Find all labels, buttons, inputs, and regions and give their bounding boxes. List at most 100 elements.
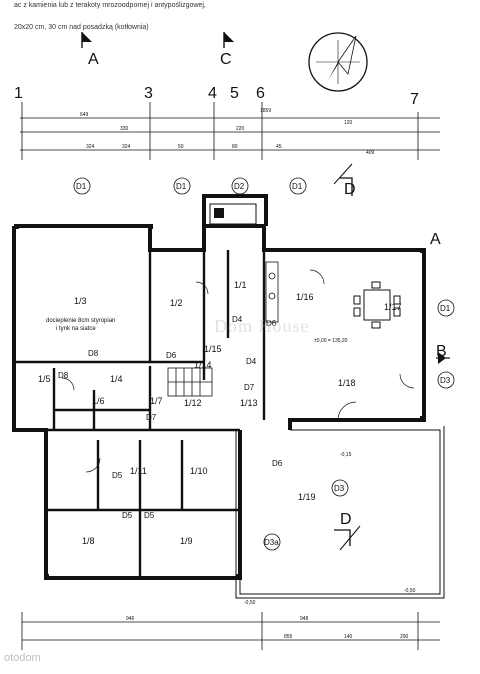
dim-948: 948	[300, 616, 309, 622]
door-d1-d: D1	[440, 304, 451, 313]
dim-120: 120	[344, 120, 353, 126]
dim-50: 50	[178, 144, 184, 150]
dim-290: 290	[400, 634, 409, 640]
kitchen-counter	[265, 261, 279, 323]
section-marker-d-bottom: D	[334, 511, 361, 551]
dim-649: 649	[80, 112, 89, 118]
door-d1-c: D1	[292, 182, 303, 191]
door-d6-c: D6	[272, 459, 283, 468]
dim-324a: 324	[86, 144, 95, 150]
door-d1-a: D1	[76, 182, 87, 191]
room-1-16: 1/16	[296, 292, 314, 302]
site-watermark: otodom	[4, 652, 41, 664]
top-dimension-texts: 649 1859 330 220 120 324 324 50 80 45 40…	[80, 108, 375, 156]
room-1-15: 1/15	[204, 344, 222, 354]
section-c-label: C	[220, 51, 232, 68]
insulation-note-line1: docieplenie 8cm styropian	[46, 318, 115, 324]
door-swings	[61, 269, 415, 473]
door-d4-a: D4	[232, 315, 243, 324]
dining-table-icon	[353, 281, 401, 329]
terrace-outline	[235, 426, 445, 599]
header-note-line1: ac z kamienia lub z terakoty mrozoodporn…	[14, 2, 206, 9]
dim-855: 855	[284, 634, 293, 640]
level-bottom-b: -0,50	[404, 588, 416, 594]
room-1-17: 1/17	[384, 302, 402, 312]
level-main: ±0,00 = 135,20	[314, 338, 348, 344]
axis-7: 7	[410, 91, 419, 108]
column-markers	[14, 224, 425, 579]
section-marker-c: C	[220, 32, 234, 68]
top-dimension-lines	[20, 102, 440, 160]
axis-5: 5	[230, 85, 239, 102]
level-marks: ±0,00 = 135,20 -0,15 -0,50 -0,50	[244, 338, 416, 606]
section-d-bottom-label: D	[340, 511, 352, 528]
dim-220: 220	[236, 126, 245, 132]
room-1-3: 1/3	[74, 296, 87, 306]
insulation-note: docieplenie 8cm styropian i tynk na siat…	[46, 318, 115, 332]
section-marker-d-top: D	[333, 163, 356, 198]
door-d8-b: D8	[58, 371, 69, 380]
room-1-18: 1/18	[338, 378, 356, 388]
door-d3-b: D3	[334, 484, 345, 493]
room-1-10: 1/10	[190, 466, 208, 476]
room-1-7: 1/7	[150, 396, 163, 406]
axis-a: A	[430, 231, 441, 248]
dim-45: 45	[276, 144, 282, 150]
door-d4-b: D4	[246, 357, 257, 366]
exterior-walls	[12, 194, 426, 580]
door-d3a: D3a	[264, 538, 279, 547]
insulation-note-line2: i tynk na siatce	[56, 326, 96, 332]
axis-3: 3	[144, 85, 153, 102]
room-1-6: 1/6	[92, 396, 105, 406]
room-labels: 1/1 1/2 1/3 1/4 1/5 1/6 1/7 1/8 1/9 1/10…	[38, 280, 402, 546]
dim-324b: 324	[122, 144, 131, 150]
room-1-5: 1/5	[38, 374, 51, 384]
room-1-13: 1/13	[240, 398, 258, 408]
door-d3-a: D3	[440, 376, 451, 385]
room-1-14: 1/14	[194, 360, 212, 370]
door-d7-b: D7	[244, 383, 255, 392]
room-1-12: 1/12	[184, 398, 202, 408]
interior-walls	[14, 250, 266, 578]
door-d5-b: D5	[122, 511, 133, 520]
bottom-dimension-texts: 946 948 855 140 290	[126, 616, 409, 640]
room-1-1: 1/1	[234, 280, 247, 290]
room-1-4: 1/4	[110, 374, 123, 384]
room-1-9: 1/9	[180, 536, 193, 546]
compass-icon	[308, 32, 368, 92]
staircase	[167, 367, 213, 397]
door-d6-a: D6	[166, 351, 177, 360]
brand-watermark: Dom House	[214, 316, 310, 336]
room-1-11: 1/11	[130, 466, 147, 476]
dim-409: 409	[366, 150, 375, 156]
axis-6: 6	[256, 85, 265, 102]
dim-80: 80	[232, 144, 238, 150]
door-d7-a: D7	[146, 413, 157, 422]
dim-1859: 1859	[260, 108, 271, 114]
door-d6-b: D6	[266, 319, 277, 328]
level-terrace: -0,15	[340, 452, 352, 458]
room-1-2: 1/2	[170, 298, 183, 308]
level-bottom-a: -0,50	[244, 600, 256, 606]
dim-140: 140	[344, 634, 353, 640]
dim-330: 330	[120, 126, 129, 132]
door-d2: D2	[234, 182, 245, 191]
door-d8-a: D8	[88, 349, 99, 358]
bottom-dimension-lines	[21, 612, 440, 650]
section-a-label: A	[88, 51, 99, 68]
door-d1-b: D1	[176, 182, 187, 191]
header-note-line2: 20x20 cm, 30 cm nad posadzką (kotłownia)	[14, 24, 149, 31]
axis-4: 4	[208, 85, 217, 102]
grid-axis-numbers: 1 3 4 5 6 7 A	[14, 85, 441, 248]
axis-1: 1	[14, 85, 23, 102]
section-d-label: D	[344, 181, 356, 198]
section-marker-a: A	[81, 32, 99, 68]
door-d5-a: D5	[112, 471, 123, 480]
room-1-8: 1/8	[82, 536, 95, 546]
door-d5-c: D5	[144, 511, 155, 520]
section-marker-b: B	[436, 343, 450, 364]
room-1-19: 1/19	[298, 492, 316, 502]
door-markers: D1 D1 D2 D1 D1 D3 D3 D3a D4 D4 D5 D5 D5 …	[58, 177, 455, 551]
chimney	[209, 203, 257, 225]
